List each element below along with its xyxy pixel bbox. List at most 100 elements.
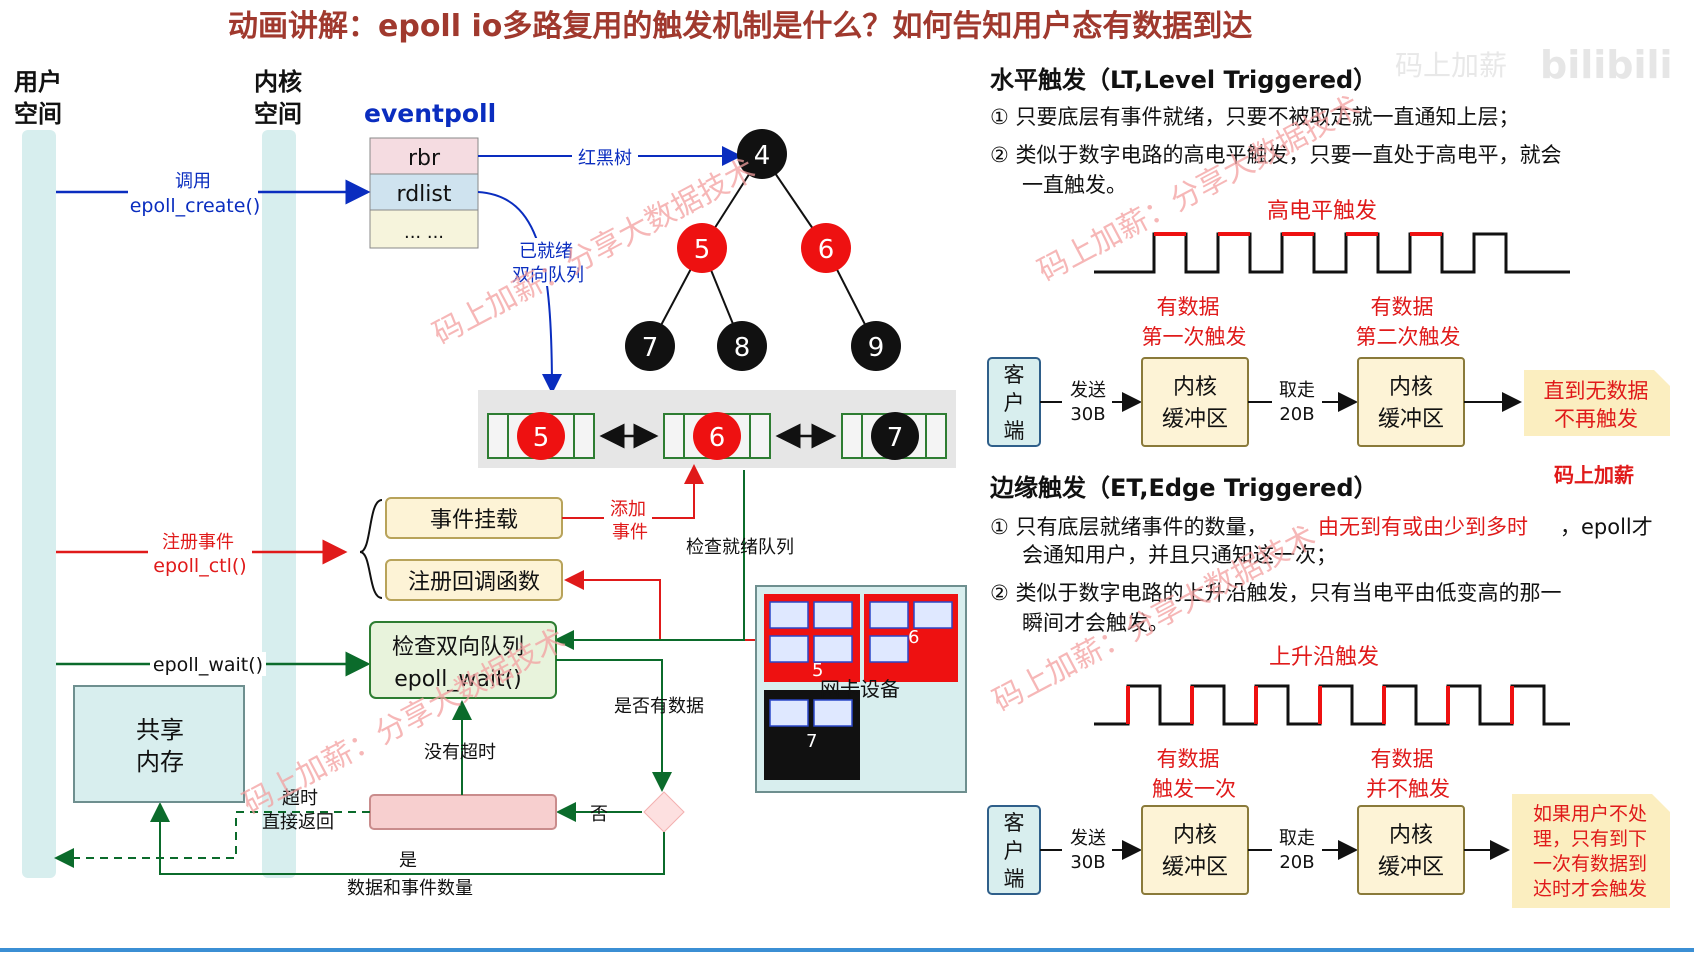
ctl-brace (359, 499, 383, 599)
timeout-arrow (54, 811, 370, 868)
lt-point-2a: ② 类似于数字电路的高电平触发，只要一直处于高电平，就会 (990, 143, 1562, 167)
lt-buffer-1 (1141, 357, 1249, 447)
rbtree-node: 7 (625, 321, 675, 371)
shared-mem-2: 内存 (136, 748, 184, 776)
check-ready-label: 检查就绪队列 (686, 537, 794, 558)
check-ready-arrow (554, 470, 745, 650)
decision-diamond (643, 791, 685, 833)
lt-has1-1: 有数据 (1157, 295, 1220, 319)
add-event-1: 添加 (610, 499, 646, 520)
timeout-check-box (369, 794, 557, 830)
et-heading: 边缘触发（ET,Edge Triggered） (990, 474, 1378, 502)
rbtree-node: 4 (737, 129, 787, 179)
lt-take-1: 取走 (1279, 380, 1315, 401)
field-more: ... ... (404, 222, 444, 243)
kernel-space-label-1: 内核 (254, 68, 302, 96)
et-client-1: 客 (1004, 811, 1025, 835)
rbtree-node: 5 (677, 223, 727, 273)
lt-note (1524, 370, 1670, 436)
lt-has1-2: 第一次触发 (1142, 325, 1247, 349)
lt-buffer-1-a: 内核 (1173, 375, 1217, 400)
lt-has2-2: 第二次触发 (1356, 325, 1461, 349)
svg-text:6: 6 (818, 235, 835, 265)
lt-point-2b: 一直触发。 (1022, 173, 1127, 197)
et-take-2: 20B (1279, 852, 1314, 873)
nic-cell-7: 7 (806, 731, 817, 752)
et-point-1b: 由无到有或由少到多时 (1318, 515, 1528, 539)
et-send-2: 30B (1070, 852, 1105, 873)
user-space-bar (22, 130, 56, 878)
rbtree: 4 5 6 7 8 9 (625, 129, 901, 371)
et-note-4: 达时才会触发 (1533, 878, 1647, 900)
et-buffer-2-a: 内核 (1389, 823, 1433, 848)
lt-heading: 水平触发（LT,Level Triggered） (990, 66, 1377, 94)
nic-label: 网卡设备 (820, 677, 900, 701)
et-buffer-2-b: 缓冲区 (1378, 855, 1444, 880)
lt-client-3: 端 (1004, 419, 1025, 443)
ready-queue-label-1: 已就绪 (519, 241, 573, 262)
svg-text:5: 5 (694, 235, 711, 265)
nic-cell-5: 5 (812, 660, 823, 681)
has-data-arrow (556, 659, 672, 792)
queue-node: 5 (487, 412, 595, 460)
svg-text:7: 7 (642, 333, 659, 363)
et-note-2: 理，只有到下 (1533, 828, 1647, 850)
call-create-1: 调用 (175, 171, 211, 192)
watermark-author: 码上加薪 (1395, 49, 1507, 82)
ready-queue: 5 6 7 (478, 390, 956, 468)
yes-label-1: 是 (399, 850, 417, 871)
shared-memory-box (73, 685, 245, 803)
lt-client-1: 客 (1004, 363, 1025, 387)
svg-text:9: 9 (868, 333, 885, 363)
user-space-label-1: 用户 (14, 68, 62, 96)
author-mark: 码上加薪 (1554, 463, 1634, 487)
nic-device: 5 6 7 网卡设备 (755, 585, 967, 793)
et-note-1: 如果用户不处 (1533, 803, 1647, 825)
et-client-2: 户 (1004, 839, 1025, 863)
callback-arrow (564, 570, 770, 641)
eventpoll-struct: rbr rdlist ... ... (369, 137, 479, 249)
lt-note-1: 直到无数据 (1544, 379, 1649, 403)
lt-has2-1: 有数据 (1371, 295, 1434, 319)
et-waveform (1094, 684, 1570, 726)
call-ctl-1: 注册事件 (162, 532, 234, 553)
lt-client-2: 户 (1004, 391, 1025, 415)
add-event-2: 事件 (612, 522, 648, 543)
user-space-label-2: 空间 (14, 100, 62, 128)
et-point-2b: 瞬间才会触发。 (1022, 611, 1169, 635)
svg-text:6: 6 (709, 423, 726, 453)
wait-box-2: epoll_wait() (394, 667, 522, 692)
lt-buffer-2-b: 缓冲区 (1378, 407, 1444, 432)
et-buffer-1 (1141, 805, 1249, 895)
lt-note-2: 不再触发 (1554, 407, 1638, 431)
yes-arrow (150, 802, 665, 875)
lt-wave-label: 高电平触发 (1267, 199, 1377, 224)
page-title: 动画讲解：epoll io多路复用的触发机制是什么？如何告知用户态有数据到达 (228, 9, 1252, 44)
et-point-1c: ，epoll才 (1560, 515, 1653, 539)
call-wait: epoll_wait() (153, 654, 263, 676)
call-ctl-2: epoll_ctl() (153, 555, 246, 577)
et-has2-2: 并不触发 (1366, 777, 1450, 801)
et-buffer-1-a: 内核 (1173, 823, 1217, 848)
kernel-space-bar (262, 130, 296, 878)
watermark-site: bilibili (1540, 43, 1673, 87)
et-has1-2: 触发一次 (1152, 777, 1236, 801)
et-buffer-2 (1357, 805, 1465, 895)
svg-text:4: 4 (754, 141, 771, 171)
lt-buffer-1-b: 缓冲区 (1162, 407, 1228, 432)
queue-node: 6 (663, 412, 771, 460)
rbtree-node: 6 (801, 223, 851, 273)
et-point-2a: ② 类似于数字电路的上升沿触发，只有当电平由低变高的那一 (990, 581, 1562, 605)
lt-point-1: ① 只要底层有事件就绪，只要不被取走就一直通知上层； (990, 105, 1520, 129)
rbtree-node: 9 (851, 321, 901, 371)
callback-box-label: 注册回调函数 (408, 570, 540, 595)
svg-text:8: 8 (734, 333, 751, 363)
callback-box (385, 559, 563, 601)
rbtree-node: 8 (717, 321, 767, 371)
mount-box-label: 事件挂载 (430, 508, 518, 533)
has-data-label: 是否有数据 (614, 696, 704, 717)
et-has2-1: 有数据 (1371, 747, 1434, 771)
field-rdlist: rdlist (397, 182, 452, 207)
et-take-1: 取走 (1279, 828, 1315, 849)
